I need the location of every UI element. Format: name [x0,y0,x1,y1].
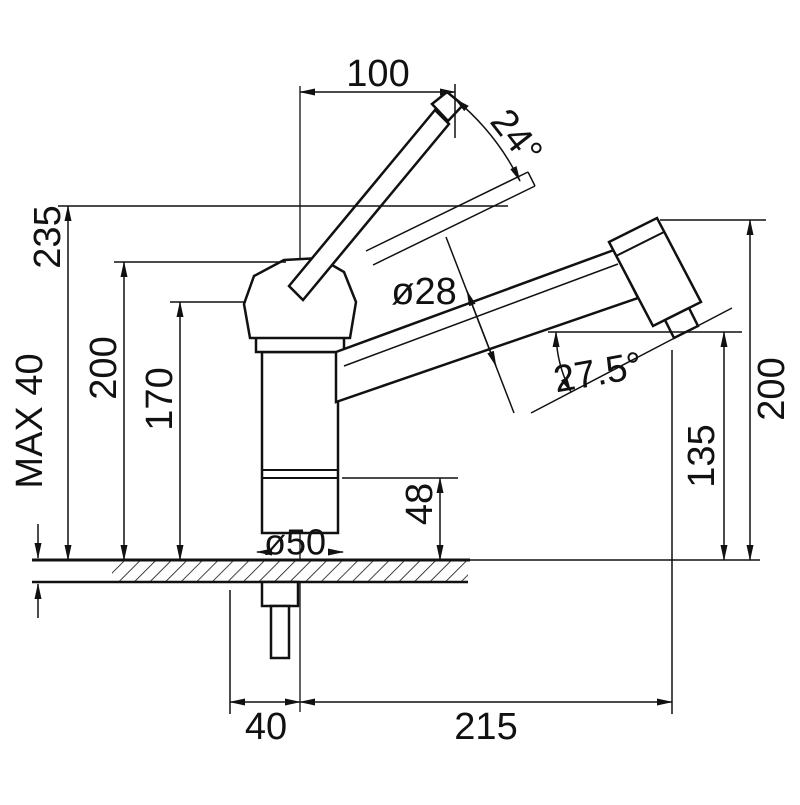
lever-angle-arc [454,98,521,182]
label-height-135: 135 [681,424,723,487]
dimension-lines [34,88,754,706]
faucet-body [254,334,346,535]
dimension-labels: 100 24° 235 200 170 ø28 27.5° 200 135 48… [9,53,793,748]
label-height-200-right: 200 [751,357,793,420]
label-max-deck-thickness-40: MAX 40 [9,353,51,488]
label-reach-215: 215 [454,706,517,748]
label-width-100: 100 [346,53,409,95]
label-spout-diameter-28: ø28 [391,271,456,313]
lever-handle [287,90,536,302]
spray-angle-arc [552,331,572,393]
label-base-diameter-50: ø50 [264,522,326,563]
label-height-48: 48 [399,483,441,525]
spray-angle-reference-line [530,307,733,414]
label-spray-angle-27-5: 27.5° [550,345,645,402]
countertop-section [32,558,760,584]
mounting-shank [260,580,300,660]
label-height-200-left: 200 [83,336,125,399]
countertop-hatch [112,560,468,582]
label-height-235: 235 [27,205,69,268]
label-offset-40: 40 [245,706,287,748]
label-height-170: 170 [139,367,181,430]
spray-head [607,216,703,340]
lever-alt-position [365,171,529,252]
label-lever-angle-24: 24° [482,101,550,172]
